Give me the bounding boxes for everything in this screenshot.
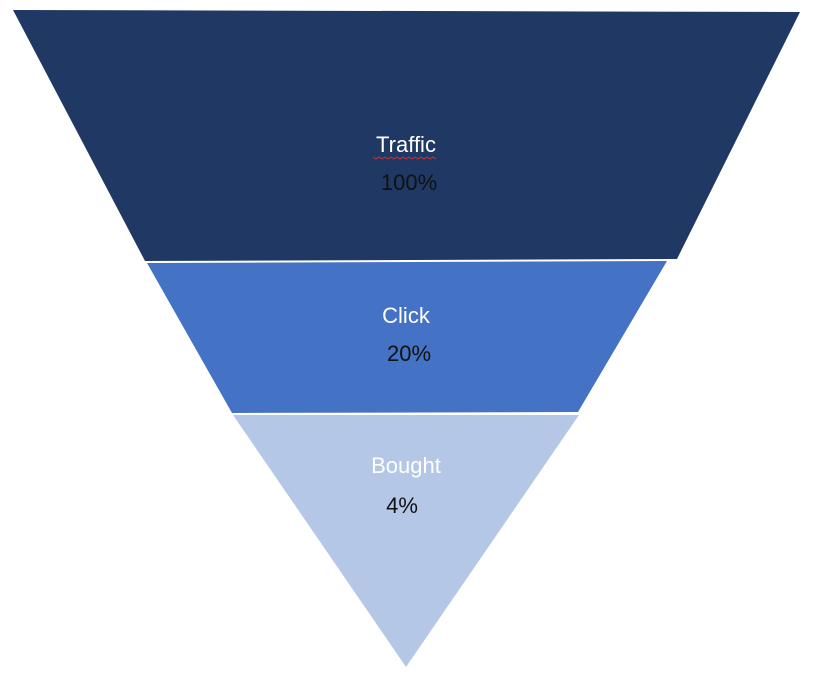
funnel-stage-click: Click 20%	[147, 261, 667, 413]
funnel-stage-bought: Bought 4%	[233, 415, 579, 667]
funnel-segment-traffic	[13, 10, 800, 261]
funnel-segment-click	[147, 261, 667, 413]
stage-label-traffic: Traffic	[376, 132, 436, 157]
spellcheck-underline	[372, 156, 437, 160]
stage-value-bought: 4%	[386, 493, 418, 518]
stage-value-traffic: 100%	[381, 170, 437, 195]
funnel-segment-bought	[233, 415, 579, 667]
funnel-stage-traffic: Traffic 100%	[13, 10, 800, 261]
stage-value-click: 20%	[387, 341, 431, 366]
stage-label-bought: Bought	[371, 453, 441, 478]
stage-label-click: Click	[382, 303, 431, 328]
